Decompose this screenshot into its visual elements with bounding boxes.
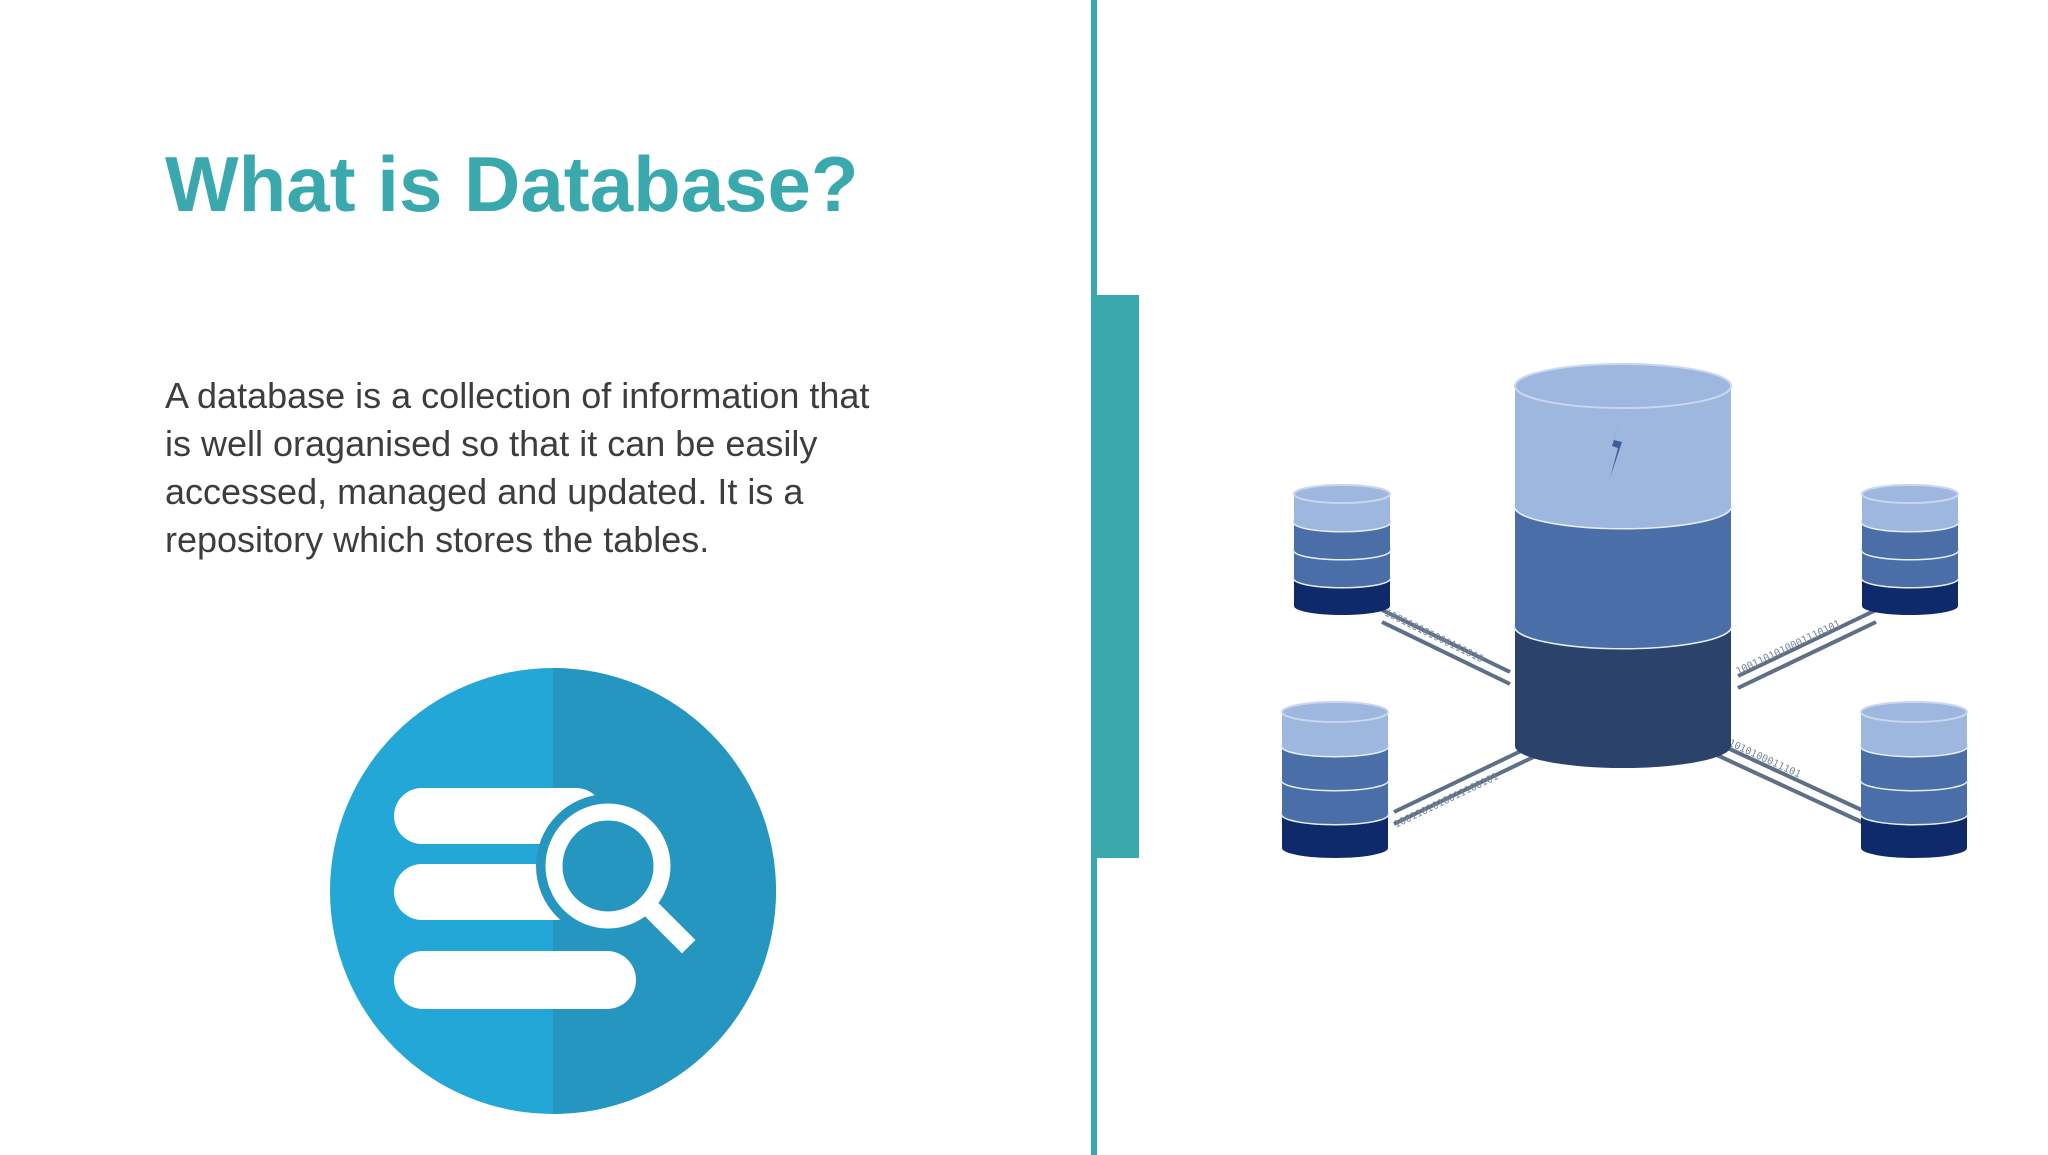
database-node-main	[1513, 363, 1733, 768]
database-search-icon	[330, 668, 776, 1114]
binary-label: 1001101010001110101	[1735, 619, 1843, 678]
vertical-divider-line	[1091, 0, 1097, 1155]
database-node-small	[1292, 484, 1392, 615]
body-line: repository which stores the tables.	[165, 519, 710, 560]
slide-body-text: A database is a collection of informatio…	[165, 372, 965, 564]
crack-mark	[1610, 420, 1622, 478]
binary-label: 100110101000111010	[1383, 608, 1485, 665]
database-node-small	[1280, 701, 1390, 858]
body-line: is well oraganised so that it can be eas…	[165, 423, 818, 464]
slide-title: What is Database?	[165, 140, 859, 228]
vertical-accent-bar	[1097, 295, 1139, 858]
binary-label: 1001101010011100101	[1393, 771, 1501, 831]
body-line: accessed, managed and updated. It is a	[165, 471, 804, 512]
database-network-icon: 100110101000111010 1001101010001110101 1…	[1280, 363, 1969, 858]
database-node-small	[1859, 701, 1969, 858]
body-line: A database is a collection of informatio…	[165, 375, 870, 416]
connector-lines	[1381, 608, 1877, 826]
database-node-small	[1860, 484, 1960, 615]
